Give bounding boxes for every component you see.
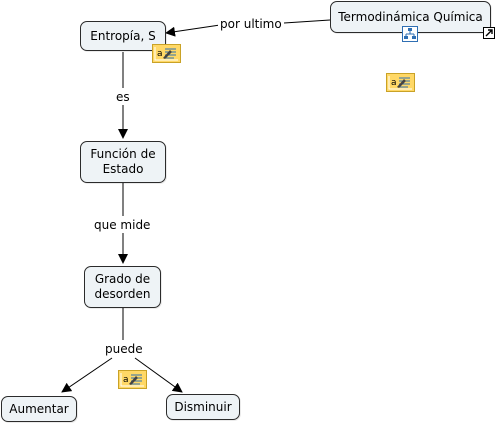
concept-grado-de-desorden[interactable]: Grado de desorden bbox=[84, 266, 161, 308]
concept-aumentar[interactable]: Aumentar bbox=[1, 396, 77, 422]
concept-entropia[interactable]: Entropía, S bbox=[80, 21, 166, 51]
link-label-que-mide: que mide bbox=[92, 218, 153, 232]
link-label-puede: puede bbox=[103, 342, 145, 356]
link-line-termo-label bbox=[283, 19, 331, 24]
link-arrow-to-entropia bbox=[165, 24, 221, 37]
link-label-por-ultimo: por ultimo bbox=[218, 17, 284, 31]
concept-map-icon[interactable] bbox=[402, 26, 418, 42]
note-icon[interactable]: a bbox=[386, 73, 415, 92]
note-icon[interactable]: a bbox=[152, 44, 181, 63]
svg-text:a: a bbox=[157, 49, 163, 59]
svg-text:a: a bbox=[391, 78, 397, 88]
concept-funcion-de-estado[interactable]: Función de Estado bbox=[80, 141, 166, 183]
shortcut-arrow-icon[interactable] bbox=[483, 27, 495, 39]
link-arrow-to-disminuir bbox=[134, 357, 183, 393]
concept-disminuir[interactable]: Disminuir bbox=[166, 394, 240, 420]
link-label-es: es bbox=[114, 90, 132, 104]
link-arrow-to-aumentar bbox=[61, 357, 113, 393]
svg-text:a: a bbox=[123, 375, 129, 385]
note-icon[interactable]: a bbox=[118, 370, 147, 389]
